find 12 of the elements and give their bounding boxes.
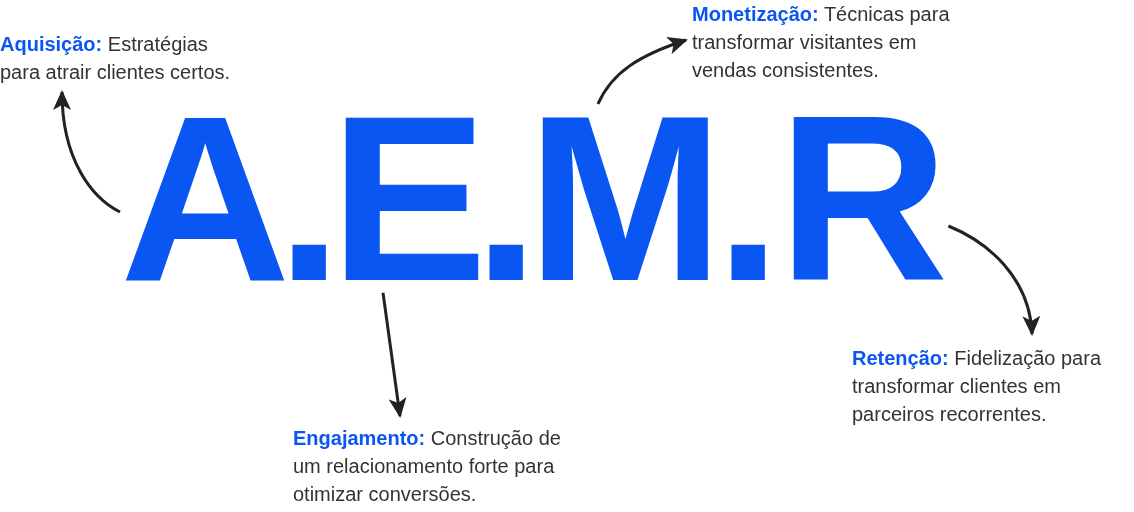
arrow [381,292,407,418]
curved-arrow [53,90,121,214]
curved-arrow [596,37,688,105]
annotation-text: Monetização: Técnicas para transformar visitantes em vendas consistentes. [692,0,974,84]
big-letter: M. [527,104,774,293]
curved-arrow [947,224,1040,336]
annotation-text: Retenção: Fidelização para transformar clientes em parceiros recorrentes. [852,344,1120,428]
annotation-text: Engajamento: Construção de um relacionamento forte para otimizar conversões. [293,424,589,508]
big-letter: A. [120,104,328,293]
annotation-text: Aquisição: Estratégias para atrair clientes certos. [0,30,244,86]
big-letter: E. [330,104,525,293]
big-letter: R [778,104,949,293]
